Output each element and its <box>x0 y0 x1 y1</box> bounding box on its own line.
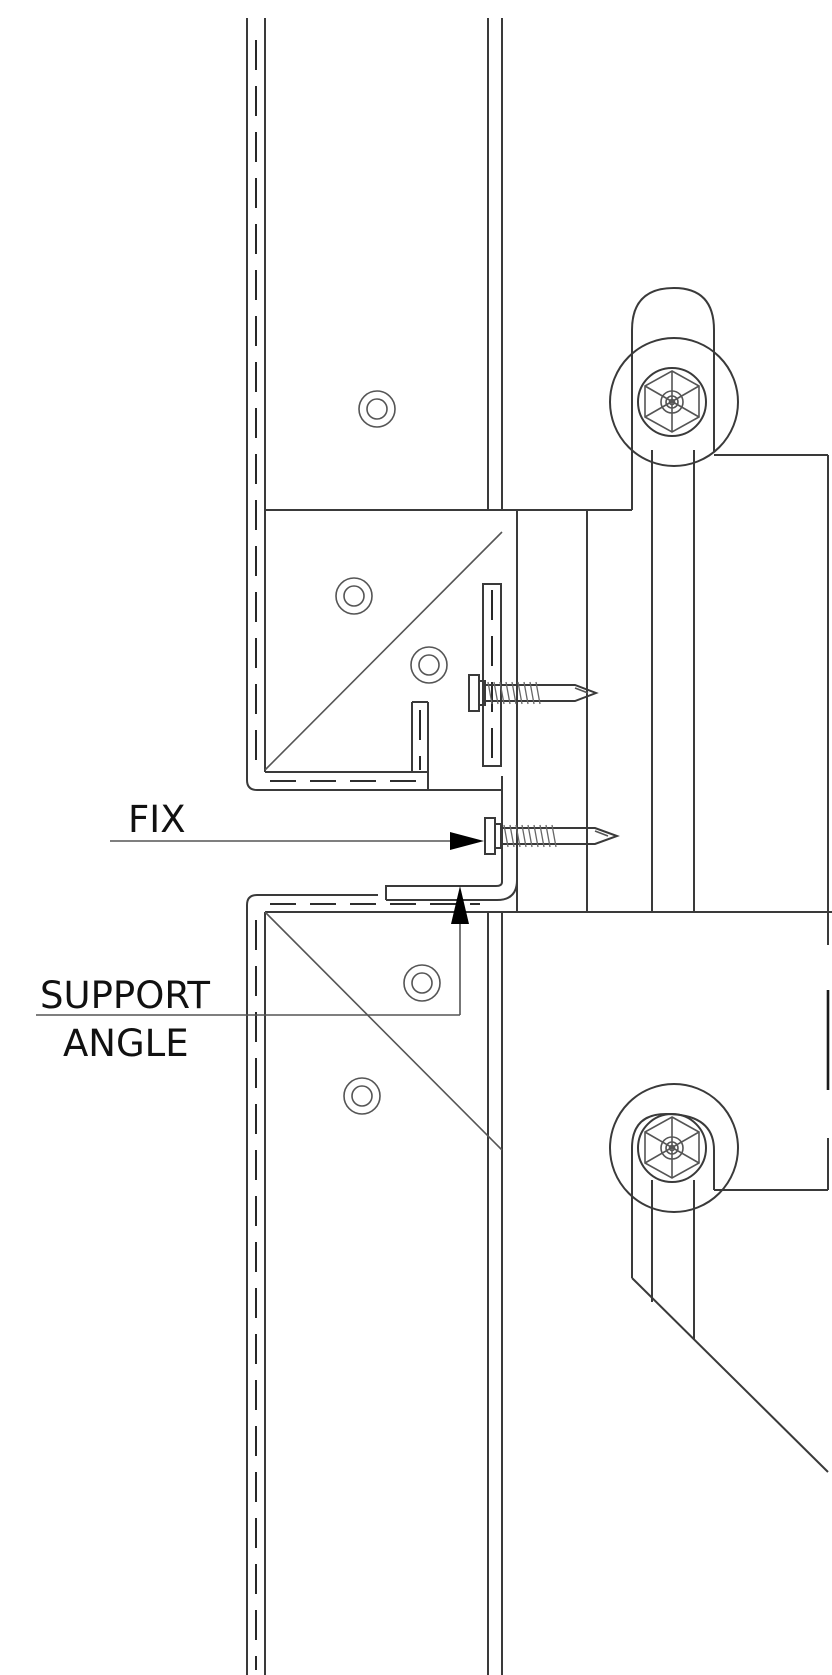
screw-icon <box>484 817 620 855</box>
upper-panel <box>246 18 632 791</box>
lower-panel <box>246 894 832 1675</box>
bolt-icon <box>609 1083 739 1213</box>
support-label-line1: SUPPORT <box>40 974 210 1017</box>
fix-label: FIX <box>128 798 186 841</box>
rivet-icon <box>343 1077 381 1115</box>
upper-bracket <box>714 454 829 912</box>
rivet-icon <box>403 964 441 1002</box>
support-label-line2: ANGLE <box>63 1022 189 1065</box>
arrow-icon <box>450 832 484 850</box>
rivet-icon <box>410 646 448 684</box>
rivet-icon <box>358 390 396 428</box>
rivet-icon <box>335 577 373 615</box>
subframe-rail <box>516 286 715 912</box>
bolt-icon <box>609 337 739 467</box>
arrow-icon <box>451 886 469 924</box>
lower-bracket <box>631 912 830 1473</box>
screw-icon <box>468 674 599 712</box>
fix-callout: FIX <box>110 798 484 850</box>
support-angle-callout: SUPPORT ANGLE <box>36 886 469 1065</box>
